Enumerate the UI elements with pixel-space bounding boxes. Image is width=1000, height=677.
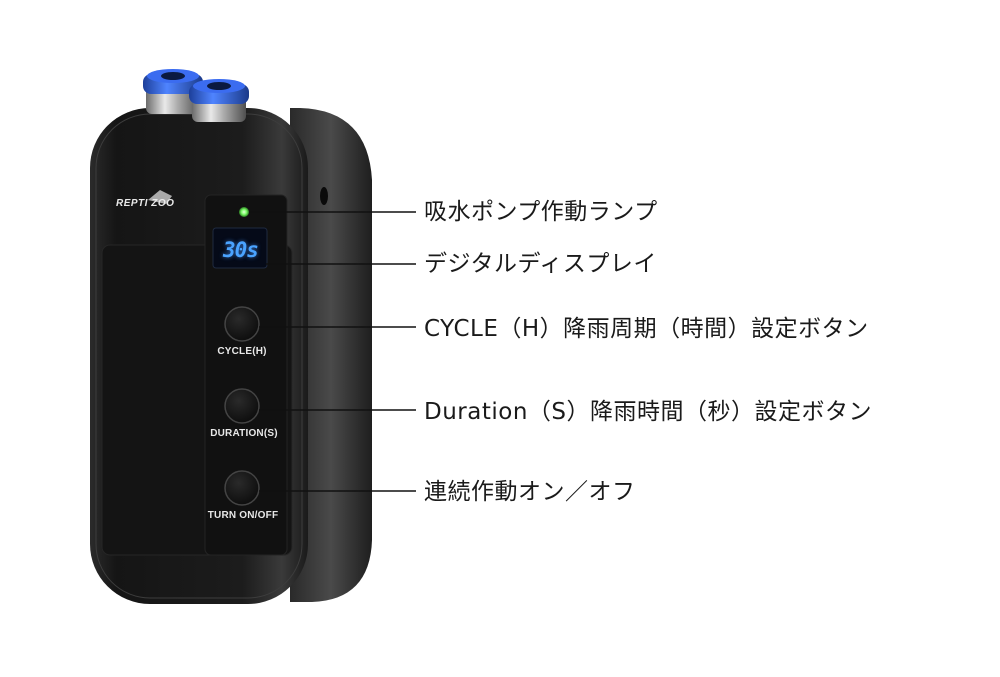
display-value: 30s: [223, 238, 259, 262]
logo-mark: [148, 190, 172, 204]
pump-lamp-led: [239, 207, 249, 217]
device-side: [290, 108, 372, 602]
control-panel: [204, 194, 288, 556]
cycle-button[interactable]: [224, 306, 260, 342]
turn-on-off-button-label: TURN ON/OFF: [207, 510, 279, 521]
brand-logo-text: REPTI ZOO: [116, 198, 175, 209]
callout-pump-lamp: 吸水ポンプ作動ランプ: [424, 199, 658, 225]
left-tube-connector: [143, 69, 203, 114]
callout-cycle-button: CYCLE（H）降雨周期（時間）設定ボタン: [424, 316, 869, 342]
cycle-button-label: CYCLE(H): [217, 346, 267, 357]
right-tube-connector: [189, 79, 249, 122]
callout-digital-display: デジタルディスプレイ: [424, 251, 657, 277]
digital-display: [212, 227, 268, 269]
callout-duration-button: Duration（S）降雨時間（秒）設定ボタン: [424, 399, 872, 425]
turn-on-off-button[interactable]: [224, 470, 260, 506]
side-port: [320, 187, 328, 205]
duration-button-label: DURATION(S): [210, 428, 278, 439]
callout-continuous-on-off: 連続作動オン／オフ: [424, 479, 636, 505]
leader-lines: [249, 211, 416, 492]
duration-button[interactable]: [224, 388, 260, 424]
